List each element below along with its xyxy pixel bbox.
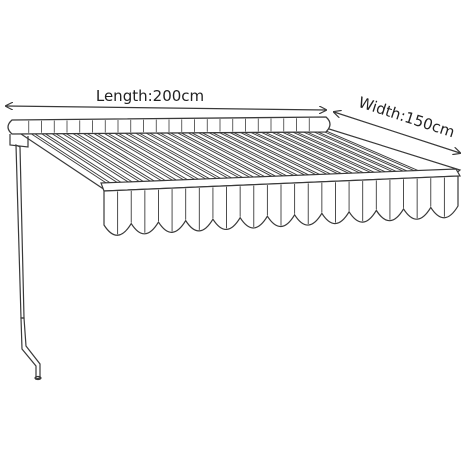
canopy-stripe: [113, 130, 213, 188]
canopy-stripe: [58, 131, 151, 190]
canopy-stripe: [124, 130, 224, 187]
canopy-stripe: [89, 130, 186, 189]
canopy-stripe: [52, 131, 144, 190]
canopy-stripe: [110, 130, 209, 188]
canopy-stripe: [140, 130, 243, 187]
canopy-stripe: [28, 131, 117, 191]
canopy-stripe: [185, 129, 293, 185]
canopy-stripe: [165, 129, 270, 186]
canopy-stripe: [79, 130, 174, 189]
canopy-stripe: [192, 129, 300, 185]
crank-grip: [20, 317, 41, 380]
crank-rod: [15, 144, 25, 319]
width-arrow: [334, 112, 460, 153]
length-arrow: [6, 106, 326, 110]
front-bar: [100, 168, 462, 192]
canopy-stripe: [103, 130, 201, 188]
canopy-stripe: [151, 129, 254, 187]
canopy-stripe: [99, 130, 197, 188]
canopy-stripe: [144, 129, 247, 187]
length-label: Length:200cm: [96, 87, 204, 105]
canopy-stripe: [154, 129, 258, 186]
canopy-stripe: [48, 131, 140, 190]
canopy-stripe: [62, 131, 155, 189]
canopy-stripe: [38, 131, 129, 190]
canopy-stripes: [28, 127, 441, 191]
canopy-stripe: [182, 129, 289, 186]
canopy-stripe: [72, 130, 167, 189]
valance-stripes: [117, 177, 445, 235]
valance: [103, 175, 459, 236]
cassette: [7, 116, 331, 148]
canopy-stripe: [175, 129, 281, 186]
canopy-stripe: [31, 131, 121, 190]
canopy-stripe: [41, 131, 133, 190]
canopy-stripe: [93, 130, 190, 188]
canopy-stripe: [134, 130, 235, 187]
canopy-stripe: [69, 130, 163, 189]
canopy-stripe: [120, 130, 220, 188]
crank-handle: [15, 144, 42, 381]
length-dimension: Length:200cm: [6, 87, 326, 110]
canopy-stripe: [82, 130, 178, 189]
crank-tip: [34, 375, 42, 381]
cassette-ribs: [28, 118, 310, 133]
width-label: Width:150cm: [356, 93, 457, 141]
canopy-stripe: [161, 129, 266, 186]
canopy-stripe: [171, 129, 277, 186]
canopy-stripe: [130, 130, 231, 187]
